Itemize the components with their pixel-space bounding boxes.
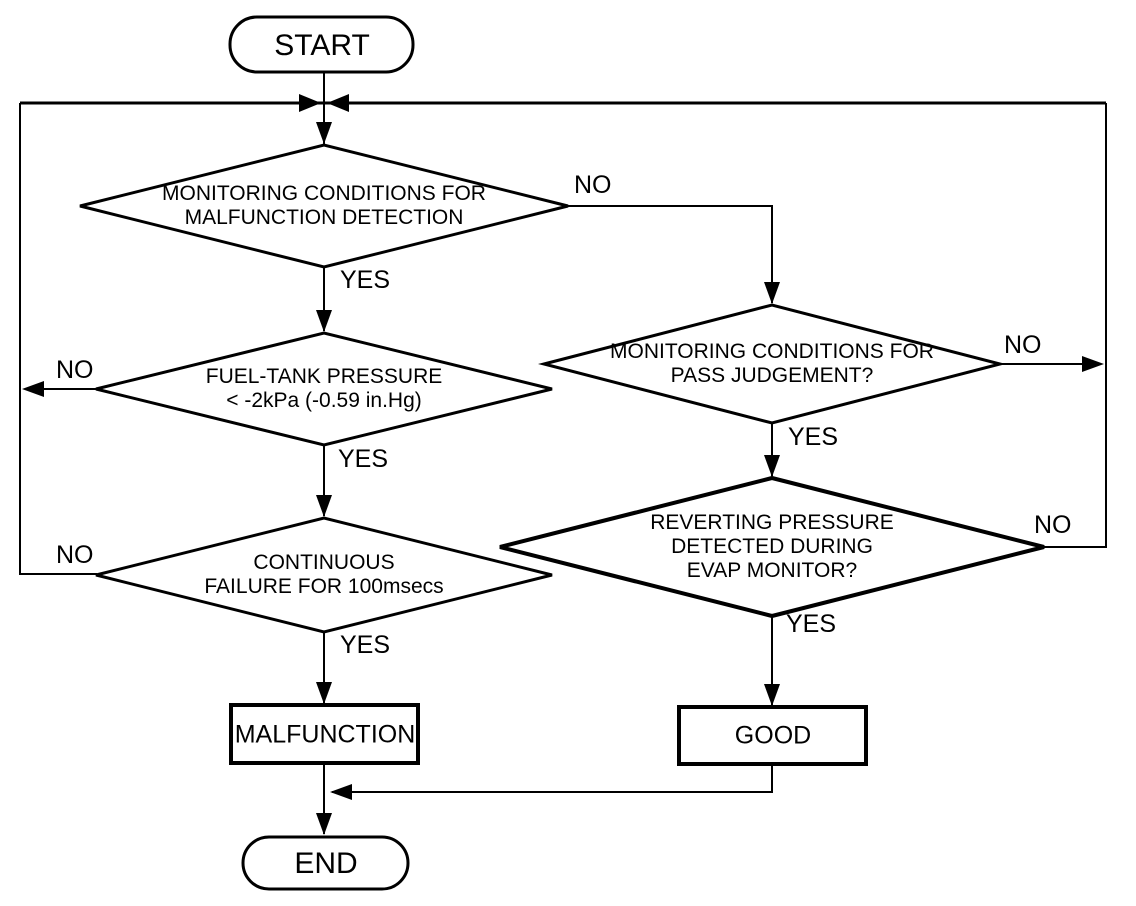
- malfunction-box-label: MALFUNCTION: [234, 720, 416, 749]
- decision-reverting-pressure-shape: [499, 475, 1045, 619]
- label-no-monitor-malfunction: NO: [574, 171, 612, 199]
- end-terminal-label: END: [294, 847, 358, 880]
- arrow-d2-no-into-riser: [22, 381, 44, 397]
- arrow-into-revert: [764, 455, 780, 477]
- good-box-shape: [677, 705, 868, 766]
- label-yes-monitor-malfunction: YES: [340, 266, 391, 294]
- arrow-into-d1: [316, 122, 332, 144]
- decision-monitor-malfunction-line2: MALFUNCTION DETECTION: [184, 206, 464, 229]
- label-no-fuel-tank-pressure: NO: [56, 356, 94, 384]
- label-yes-pass-judgement: YES: [788, 423, 839, 451]
- arrow-into-d2: [316, 310, 332, 332]
- label-no-reverting-pressure: NO: [1034, 511, 1072, 539]
- decision-reverting-pressure-label: REVERTING PRESSURE DETECTED DURING EVAP …: [650, 511, 894, 583]
- malfunction-box-shape: [229, 703, 420, 765]
- label-no-pass-judgement: NO: [1004, 331, 1042, 359]
- arrow-good-merge: [330, 784, 352, 800]
- arrow-into-good: [764, 684, 780, 706]
- edge-d1-no: [568, 205, 773, 303]
- label-yes-reverting-pressure: YES: [786, 610, 837, 638]
- flow-arrowheads: [22, 94, 1104, 835]
- decision-fuel-tank-pressure-shape: [95, 331, 553, 447]
- decision-pass-judgement-line1: MONITORING CONDITIONS FOR: [610, 340, 934, 363]
- label-yes-fuel-tank-pressure: YES: [338, 445, 389, 473]
- arrow-merge-from-left: [299, 94, 321, 112]
- arrow-pass-no-into-riser: [1082, 356, 1104, 372]
- good-box-label: GOOD: [734, 721, 812, 750]
- label-yes-continuous-failure: YES: [340, 631, 391, 659]
- decision-pass-judgement-line2: PASS JUDGEMENT?: [670, 364, 874, 387]
- decision-reverting-pressure-line1: REVERTING PRESSURE: [650, 511, 894, 534]
- end-terminal-shape: [241, 835, 410, 891]
- decision-fuel-tank-pressure-label: FUEL-TANK PRESSURE < -2kPa (-0.59 in.Hg): [206, 365, 443, 413]
- arrow-into-end: [316, 813, 332, 835]
- decision-monitor-malfunction-label: MONITORING CONDITIONS FOR MALFUNCTION DE…: [162, 182, 486, 230]
- start-terminal-shape: [228, 15, 415, 74]
- decision-continuous-failure-label: CONTINUOUS FAILURE FOR 100msecs: [204, 551, 443, 599]
- decision-fuel-tank-pressure-line1: FUEL-TANK PRESSURE: [205, 365, 443, 388]
- start-terminal-label: START: [274, 29, 370, 62]
- decision-reverting-pressure-line2: DETECTED DURING: [671, 535, 873, 558]
- decision-monitor-malfunction-shape: [79, 143, 569, 269]
- loop-left-riser: [19, 103, 97, 575]
- arrow-into-d3: [316, 495, 332, 517]
- arrow-merge-from-right: [327, 94, 349, 112]
- label-no-continuous-failure: NO: [56, 541, 94, 569]
- decision-continuous-failure-shape: [95, 516, 553, 634]
- node-shapes: [79, 15, 1045, 891]
- decision-fuel-tank-pressure-line2: < -2kPa (-0.59 in.Hg): [226, 389, 422, 412]
- decision-continuous-failure-line1: CONTINUOUS: [253, 551, 395, 574]
- connector-lines: [19, 72, 1107, 834]
- arrow-into-pass: [764, 282, 780, 304]
- decision-pass-judgement-shape: [538, 303, 1006, 425]
- decision-monitor-malfunction-line1: MONITORING CONDITIONS FOR: [162, 182, 486, 205]
- edge-good-to-merge: [332, 764, 773, 793]
- arrow-into-malfunction: [316, 682, 332, 704]
- decision-pass-judgement-label: MONITORING CONDITIONS FOR PASS JUDGEMENT…: [610, 340, 934, 388]
- decision-continuous-failure-line2: FAILURE FOR 100msecs: [204, 575, 444, 598]
- loop-right-riser: [1044, 103, 1107, 548]
- decision-reverting-pressure-line3: EVAP MONITOR?: [686, 559, 858, 582]
